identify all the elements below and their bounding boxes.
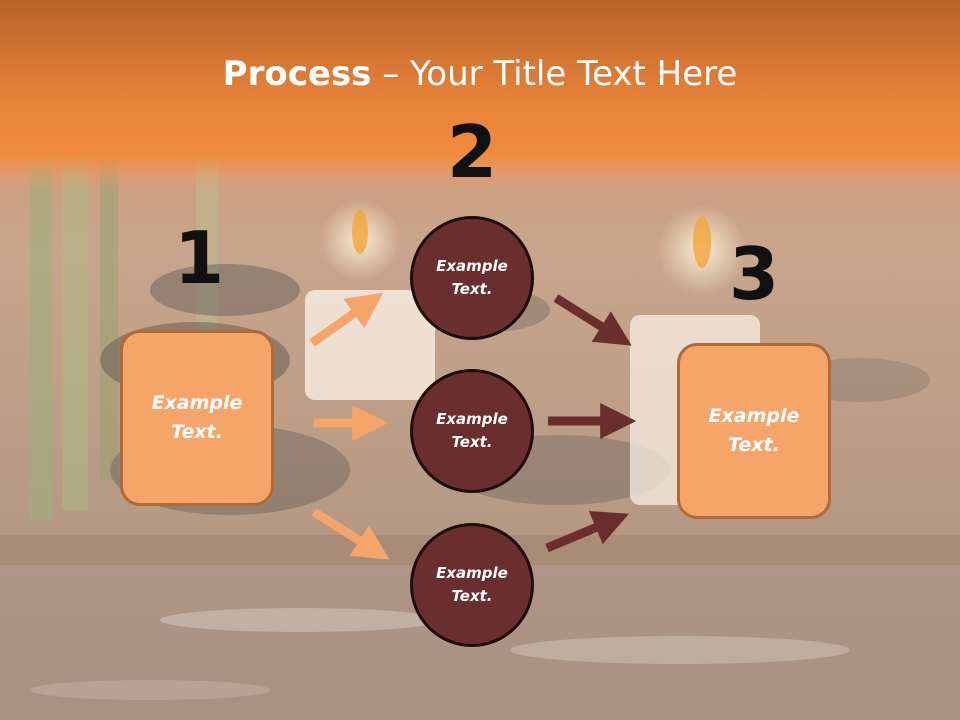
step-3-box: Example Text. <box>677 343 831 519</box>
circle-top-line1: Example <box>436 257 508 275</box>
step-1-box: Example Text. <box>120 330 274 506</box>
slide-title: Process – Your Title Text Here <box>0 52 960 96</box>
step-3-line1: Example <box>708 405 800 427</box>
title-rest: Your Title Text Here <box>410 54 738 94</box>
step-2-circle-bottom: Example Text. <box>410 523 534 647</box>
circle-bottom-line1: Example <box>436 564 508 582</box>
title-dash: – <box>371 54 411 94</box>
step-1-line2: Text. <box>171 421 223 443</box>
circle-middle-line2: Text. <box>451 433 493 451</box>
step-number-2: 2 <box>446 110 498 194</box>
step-3-line2: Text. <box>728 434 780 456</box>
circle-top-line2: Text. <box>451 280 493 298</box>
step-number-1: 1 <box>173 216 225 300</box>
step-1-line1: Example <box>151 392 243 414</box>
step-2-circle-middle: Example Text. <box>410 369 534 493</box>
arrow-top-to-3 <box>553 294 632 346</box>
step-2-circle-top: Example Text. <box>410 216 534 340</box>
arrow-1-to-top <box>309 292 384 347</box>
circle-bottom-line2: Text. <box>451 587 493 605</box>
step-number-3: 3 <box>728 232 780 316</box>
circle-middle-line1: Example <box>436 410 508 428</box>
title-bold: Process <box>222 54 372 94</box>
arrow-1-to-bottom <box>311 508 390 560</box>
arrow-bottom-to-3 <box>545 511 629 553</box>
